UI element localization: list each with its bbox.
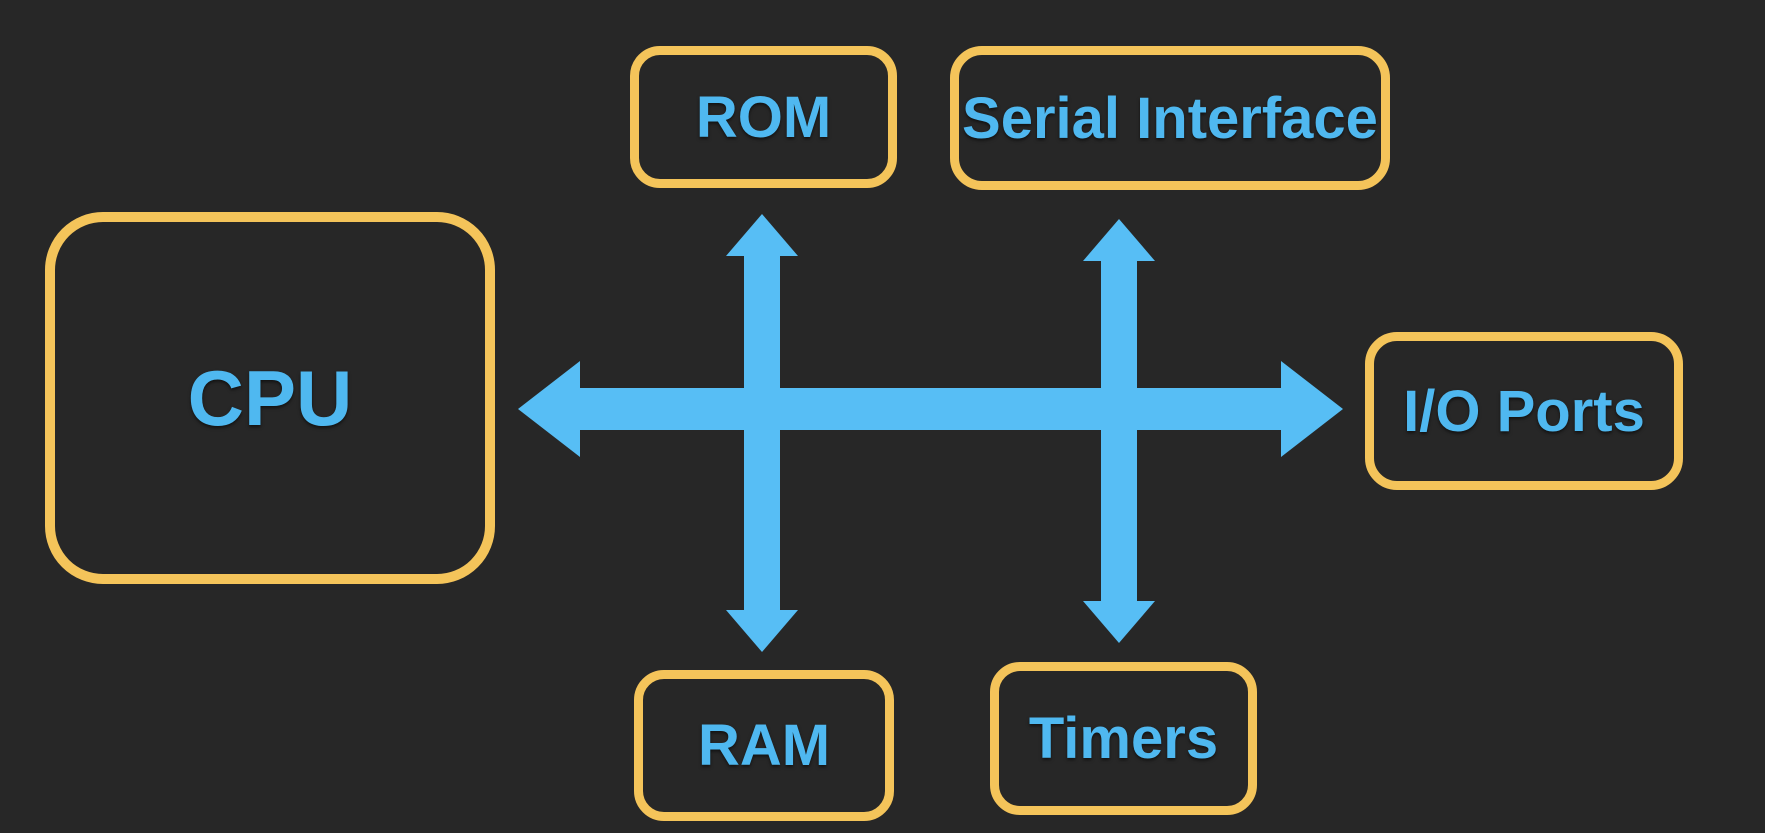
- cpu-io-double-arrow: [518, 361, 1343, 457]
- rom-ram-double-arrow: [726, 214, 798, 652]
- node-timers: Timers: [990, 662, 1257, 815]
- node-timers-label: Timers: [1028, 706, 1219, 771]
- node-ram: RAM: [634, 670, 894, 821]
- node-ram-label: RAM: [697, 713, 831, 778]
- node-rom-label: ROM: [695, 84, 832, 150]
- node-serial-interface-label: Serial Interface: [962, 85, 1378, 151]
- node-rom: ROM: [630, 46, 897, 188]
- node-io-ports: I/O Ports: [1365, 332, 1683, 490]
- node-cpu: CPU: [45, 212, 495, 584]
- node-cpu-label: CPU: [187, 353, 353, 442]
- node-serial-interface: Serial Interface: [950, 46, 1390, 190]
- node-io-ports-label: I/O Ports: [1403, 378, 1645, 444]
- serial-timers-double-arrow: [1083, 219, 1155, 643]
